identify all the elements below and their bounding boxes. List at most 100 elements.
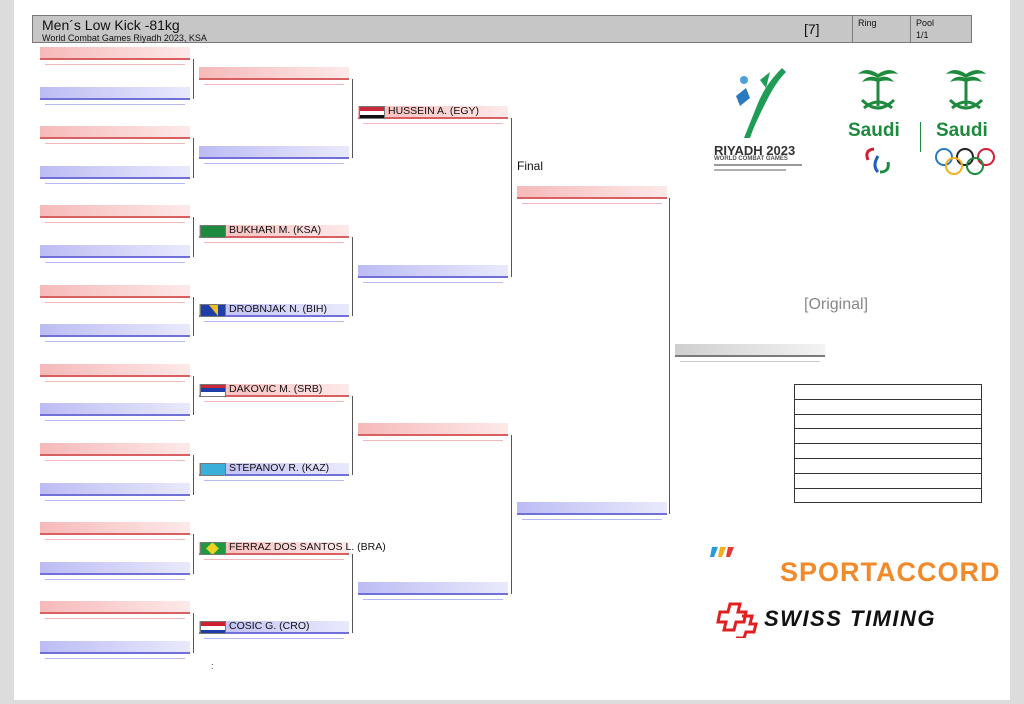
round2-slot [199,146,349,159]
results-row [795,415,981,430]
slot-underline [522,202,662,204]
final-slot [675,344,825,357]
slot-underline [522,519,662,521]
round2-slot [199,304,349,318]
flag-stripe [360,107,384,112]
slot-underline [204,479,344,481]
slot-underline [204,83,344,85]
athlete-name: BUKHARI M. (KSA) [229,224,322,237]
round1-slot [40,86,190,100]
semifinal-slot [517,502,667,516]
flag-brazil-icon [200,542,226,555]
riyadh-emblem-icon [736,68,786,138]
original-watermark: [Original] [804,296,869,313]
bracket-connector [511,435,512,594]
semifinal-slot [517,185,667,199]
slot-underline [45,420,185,422]
swiss-timing-wordmark: SWISS TIMING [764,606,936,631]
saudi-olympic-wordmark: Saudi [936,120,988,141]
event-subtitle: World Combat Games Riyadh 2023, KSA [42,33,207,43]
round1-slot [40,403,190,417]
bracket-connector [669,197,670,515]
slot-underline [45,103,185,105]
round1-slot [40,284,190,298]
flag-stripe [201,622,225,626]
flag-saudi-arabia-icon [200,225,226,239]
athlete-name: HUSSEIN A. (EGY) [388,105,480,118]
slot-underline [45,499,185,501]
flag-stripe [201,384,225,389]
flag-kazakhstan-icon [200,462,226,476]
flag-stripe [201,226,225,238]
logo-divider [920,122,921,152]
results-row [795,385,981,400]
flag-egypt-icon [359,106,385,120]
slot-underline [45,182,185,184]
round2-slot [199,66,349,80]
bracket-connector [352,395,353,475]
bracket-connector [193,534,194,574]
arabic-text-line [714,169,786,171]
sportaccord-logo: SPORTACCORD [780,557,1001,588]
slot-underline [45,262,185,263]
slot-underline [204,163,344,164]
bracket-connector [193,59,194,99]
slot-underline [45,658,185,659]
round1-slot [40,482,190,496]
round1-slot [40,443,190,456]
flag-bosnia-icon [200,304,226,318]
quarterfinal-slot [358,581,508,595]
slot-underline [204,242,344,244]
flag-stripe [360,111,384,115]
round1-slot [40,522,190,536]
slot-underline [363,598,503,600]
bracket-sheet [14,0,1010,700]
slot-underline [363,123,503,125]
round1-slot [40,47,190,60]
slot-underline [204,638,344,640]
seed-indicator: [7] [804,21,820,37]
results-table [794,384,982,503]
round2-slot [199,542,349,555]
slot-underline [45,301,185,303]
pool-label: Pool [916,18,935,28]
slot-underline [45,222,185,224]
flag-stripe [201,388,225,392]
flag-stripe [201,463,225,475]
slot-underline [363,281,503,283]
round1-slot [40,126,190,140]
saudi-paralympic-wordmark: Saudi [848,120,900,141]
round1-slot [40,165,190,179]
round1-slot [40,245,190,258]
slot-underline [45,539,185,541]
results-row [795,400,981,415]
flag-triangle [209,305,218,317]
round2-slot [199,225,349,239]
event-title: Men´s Low Kick -81kg [42,17,180,33]
bracket-connector [193,138,194,178]
flag-stripe [201,391,225,396]
riyadh-2023-text: RIYADH 2023 [714,143,796,158]
bracket-connector [193,296,194,337]
slot-underline [204,400,344,402]
flag-stripe [360,114,384,119]
slot-underline [45,143,185,145]
ring-label: Ring [858,18,877,28]
athlete-name: DAKOVIC M. (SRB) [229,382,323,395]
athlete-name: COSIC G. (CRO) [229,620,310,633]
flag-stripe [201,625,225,630]
sportaccord-wordmark: SPORTACCORD [780,557,1001,587]
riyadh-2023-logo [730,66,790,142]
olympic-rings-icon [934,146,998,178]
header-bar: Men´s Low Kick -81kg World Combat Games … [32,15,972,43]
round1-slot [40,601,190,615]
athlete-name: STEPANOV R. (KAZ) [229,461,330,474]
round2-slot [199,462,349,476]
round1-slot [40,641,190,654]
slot-underline [363,440,503,442]
slot-underline [45,341,185,343]
bracket-connector [193,455,194,495]
athlete-name: DROBNJAK N. (BIH) [229,303,328,316]
bracket-connector [193,217,194,257]
results-row [795,489,981,504]
